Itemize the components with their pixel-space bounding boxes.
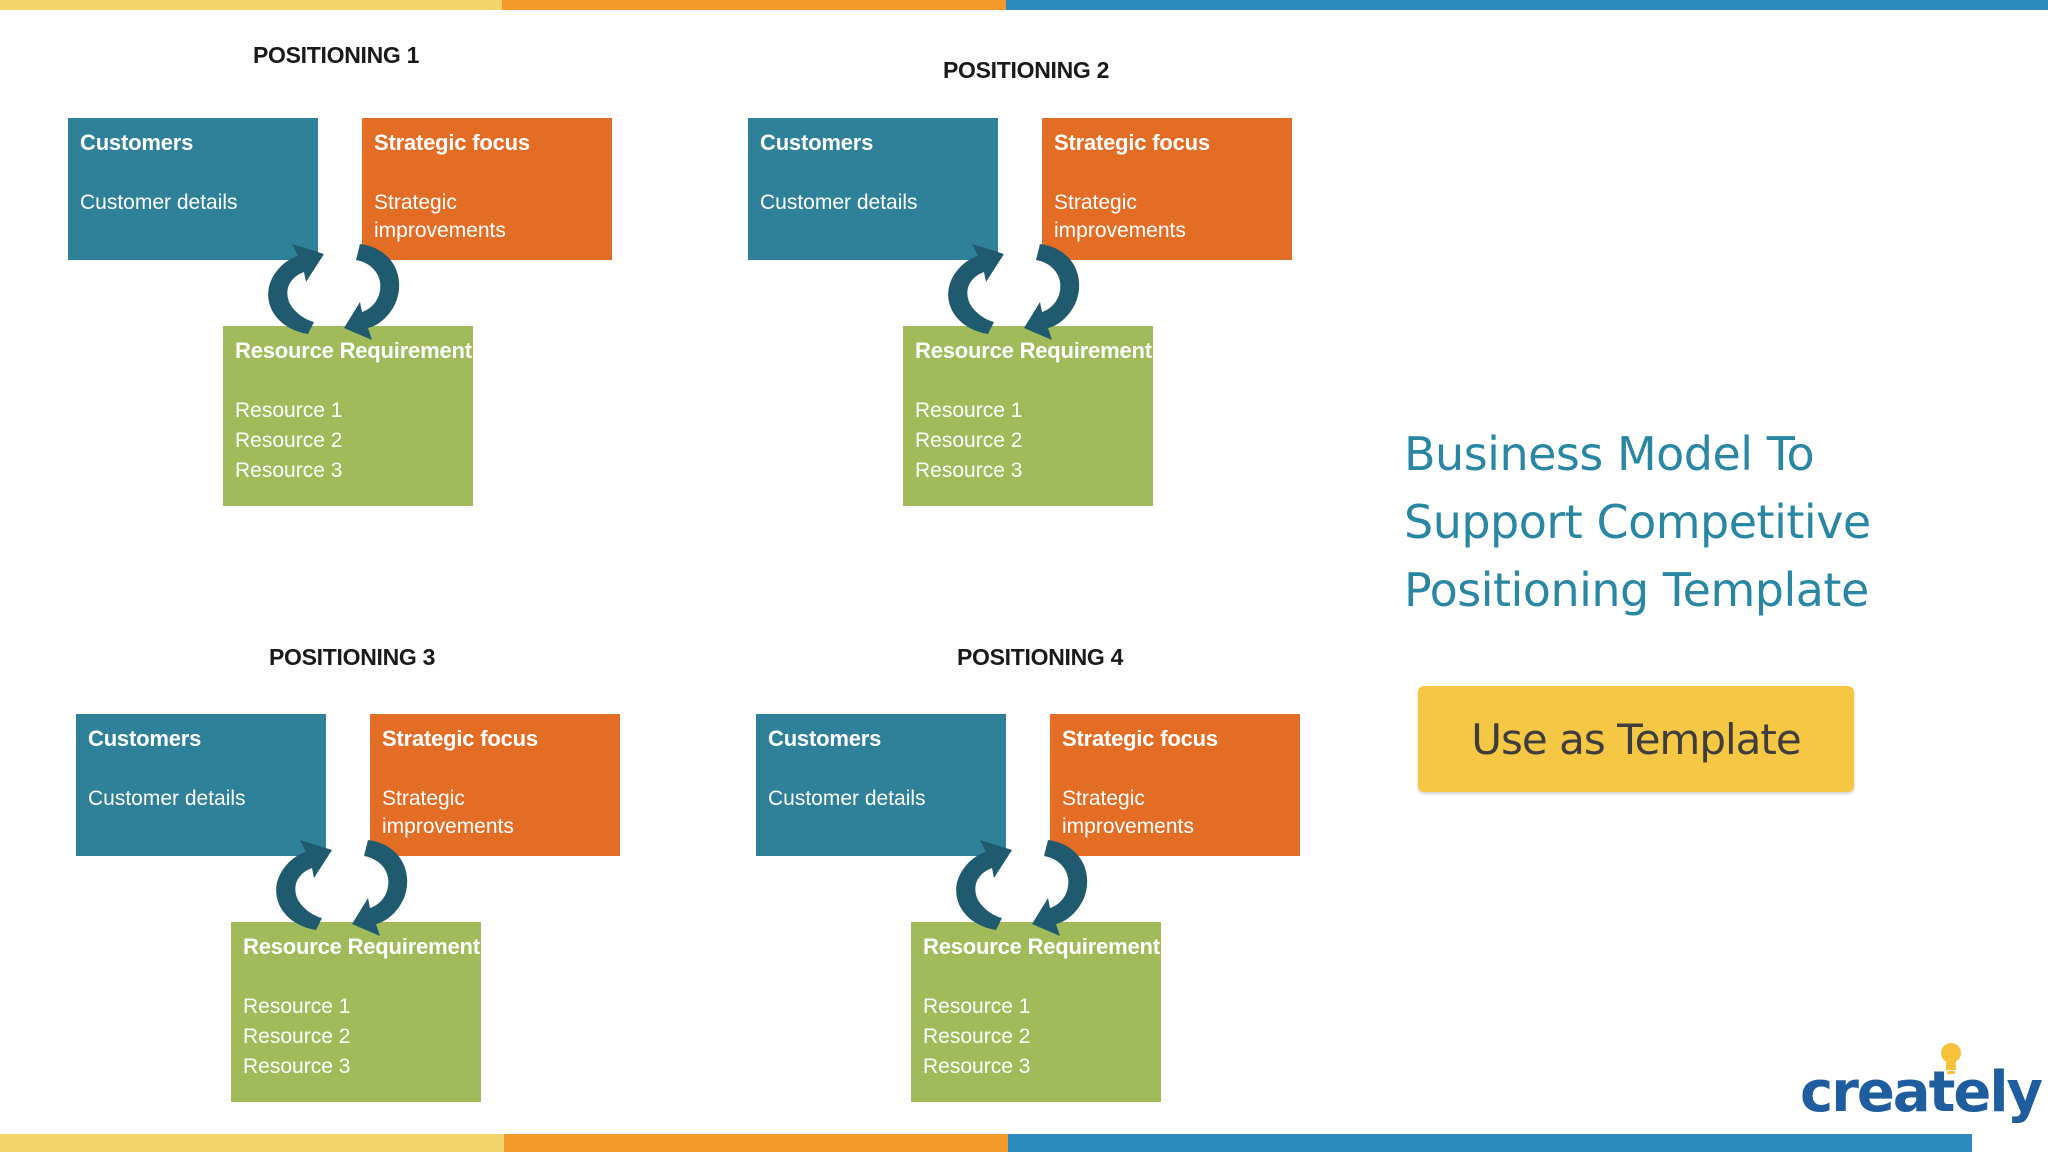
bottom-stripe-yellow bbox=[0, 1134, 504, 1152]
customers-box[interactable]: Customers Customer details bbox=[76, 714, 326, 856]
strategic-focus-title: Strategic focus bbox=[374, 130, 530, 155]
cycle-arrows-icon bbox=[948, 244, 1080, 340]
customers-title: Customers bbox=[88, 726, 202, 751]
template-title: Business Model To Support Competitive Po… bbox=[1404, 420, 2004, 624]
positioning-diagram-1: POSITIONING 1 Customers Customer details… bbox=[68, 40, 688, 520]
resource-requirement-title: Resource Requirement bbox=[243, 934, 480, 959]
resource-item: Resource 1 bbox=[243, 995, 351, 1018]
strategic-line-2: improvements bbox=[1062, 815, 1194, 838]
resource-item: Resource 3 bbox=[243, 1055, 351, 1078]
resource-requirement-title: Resource Requirement bbox=[915, 338, 1152, 363]
resource-item: Resource 2 bbox=[243, 1025, 351, 1048]
resource-item: Resource 3 bbox=[923, 1055, 1031, 1078]
resource-list: Resource 1 Resource 2 Resource 3 bbox=[235, 396, 461, 486]
customers-body: Customer details bbox=[760, 188, 986, 218]
resource-list: Resource 1 Resource 2 Resource 3 bbox=[923, 992, 1149, 1082]
resource-requirement-title: Resource Requirement bbox=[923, 934, 1160, 959]
strategic-focus-body: Strategic improvements bbox=[382, 784, 608, 842]
strategic-focus-body: Strategic improvements bbox=[1054, 188, 1280, 246]
template-title-line-1: Business Model To bbox=[1404, 427, 1815, 481]
customers-title: Customers bbox=[80, 130, 194, 155]
cycle-arrows-icon bbox=[268, 244, 400, 340]
customers-detail: Customer details bbox=[768, 787, 926, 810]
strategic-focus-box[interactable]: Strategic focus Strategic improvements bbox=[370, 714, 620, 856]
customers-detail: Customer details bbox=[760, 191, 918, 214]
resource-item: Resource 1 bbox=[923, 995, 1031, 1018]
positioning-diagram-4: POSITIONING 4 Customers Customer details… bbox=[756, 636, 1376, 1116]
resource-list: Resource 1 Resource 2 Resource 3 bbox=[243, 992, 469, 1082]
resource-item: Resource 2 bbox=[915, 429, 1023, 452]
strategic-focus-title: Strategic focus bbox=[1054, 130, 1210, 155]
use-as-template-button[interactable]: Use as Template bbox=[1418, 686, 1854, 792]
diagram-title: POSITIONING 2 bbox=[943, 57, 1110, 83]
customers-body: Customer details bbox=[80, 188, 306, 218]
customers-title: Customers bbox=[760, 130, 874, 155]
positioning-diagram-3: POSITIONING 3 Customers Customer details… bbox=[76, 636, 696, 1116]
customers-box[interactable]: Customers Customer details bbox=[748, 118, 998, 260]
strategic-focus-body: Strategic improvements bbox=[374, 188, 600, 246]
resource-item: Resource 3 bbox=[915, 459, 1023, 482]
resource-requirement-box[interactable]: Resource Requirement Resource 1 Resource… bbox=[231, 922, 481, 1102]
resource-item: Resource 2 bbox=[235, 429, 343, 452]
strategic-focus-box[interactable]: Strategic focus Strategic improvements bbox=[362, 118, 612, 260]
strategic-line-1: Strategic bbox=[374, 191, 457, 214]
resource-item: Resource 3 bbox=[235, 459, 343, 482]
cycle-arrows-icon bbox=[276, 840, 408, 936]
diagram-title: POSITIONING 4 bbox=[957, 644, 1124, 670]
bottom-stripe-orange bbox=[504, 1134, 1008, 1152]
resource-item: Resource 1 bbox=[235, 399, 343, 422]
strategic-focus-title: Strategic focus bbox=[382, 726, 538, 751]
positioning-diagram-2: POSITIONING 2 Customers Customer details… bbox=[748, 40, 1368, 520]
resource-item: Resource 2 bbox=[923, 1025, 1031, 1048]
cycle-arrows-icon bbox=[956, 840, 1088, 936]
strategic-focus-body: Strategic improvements bbox=[1062, 784, 1288, 842]
customers-detail: Customer details bbox=[80, 191, 238, 214]
template-title-line-3: Positioning Template bbox=[1404, 563, 1869, 617]
top-stripe-blue bbox=[1006, 0, 2048, 10]
resource-item: Resource 1 bbox=[915, 399, 1023, 422]
lightbulb-icon bbox=[1941, 1043, 1961, 1074]
strategic-line-2: improvements bbox=[374, 219, 506, 242]
customers-body: Customer details bbox=[768, 784, 994, 814]
template-title-line-2: Support Competitive bbox=[1404, 495, 1871, 549]
resource-list: Resource 1 Resource 2 Resource 3 bbox=[915, 396, 1141, 486]
top-stripe-orange bbox=[502, 0, 1006, 10]
diagram-title: POSITIONING 3 bbox=[269, 644, 436, 670]
bottom-stripe-blue bbox=[1008, 1134, 1972, 1152]
strategic-focus-title: Strategic focus bbox=[1062, 726, 1218, 751]
strategic-line-1: Strategic bbox=[1062, 787, 1145, 810]
resource-requirement-box[interactable]: Resource Requirement Resource 1 Resource… bbox=[911, 922, 1161, 1102]
customers-title: Customers bbox=[768, 726, 882, 751]
strategic-focus-box[interactable]: Strategic focus Strategic improvements bbox=[1042, 118, 1292, 260]
customers-box[interactable]: Customers Customer details bbox=[756, 714, 1006, 856]
strategic-line-1: Strategic bbox=[382, 787, 465, 810]
strategic-line-1: Strategic bbox=[1054, 191, 1137, 214]
resource-requirement-box[interactable]: Resource Requirement Resource 1 Resource… bbox=[223, 326, 473, 506]
creately-logo-text: creately bbox=[1800, 1060, 2043, 1125]
strategic-line-2: improvements bbox=[382, 815, 514, 838]
resource-requirement-box[interactable]: Resource Requirement Resource 1 Resource… bbox=[903, 326, 1153, 506]
customers-detail: Customer details bbox=[88, 787, 246, 810]
strategic-line-2: improvements bbox=[1054, 219, 1186, 242]
resource-requirement-title: Resource Requirement bbox=[235, 338, 472, 363]
customers-body: Customer details bbox=[88, 784, 314, 814]
strategic-focus-box[interactable]: Strategic focus Strategic improvements bbox=[1050, 714, 1300, 856]
top-stripe-yellow bbox=[0, 0, 502, 10]
diagram-title: POSITIONING 1 bbox=[253, 42, 420, 68]
customers-box[interactable]: Customers Customer details bbox=[68, 118, 318, 260]
creately-logo: creately bbox=[1800, 1040, 2043, 1130]
